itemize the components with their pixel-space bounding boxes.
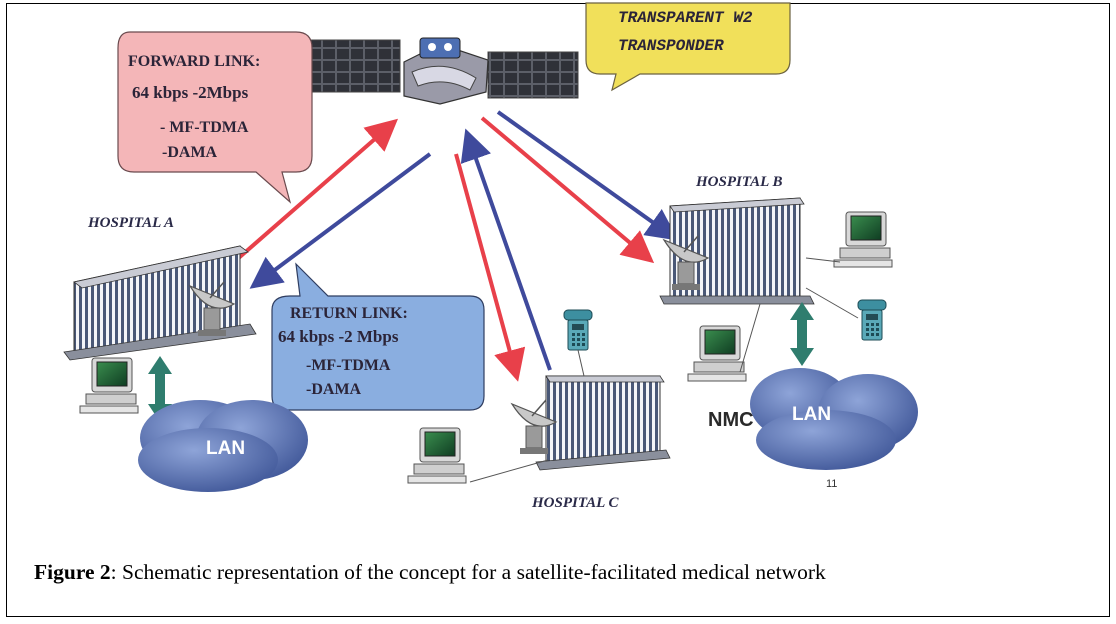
hospital-b-computer — [833, 211, 893, 268]
nmc-computer — [687, 325, 747, 382]
lan-a-label: LAN — [206, 438, 245, 459]
uplink-arrow-c — [460, 128, 552, 371]
lan-cloud-a — [138, 400, 308, 492]
lan-cloud-b — [750, 368, 918, 470]
hospital-c-phone — [563, 309, 593, 351]
forward-link-protocol2: -DAMA — [162, 144, 218, 161]
hospital-a-label: HOSPITAL A — [87, 215, 174, 231]
uplink-arrow-a — [216, 118, 399, 278]
downlink-arrow-c — [454, 153, 526, 382]
nmc-label: NMC — [708, 409, 754, 431]
forward-link-rate: 64 kbps -2Mbps — [132, 83, 249, 102]
forward-link-title: FORWARD LINK: — [128, 53, 260, 70]
hospital-b-building — [659, 197, 815, 305]
hospital-c-computer — [407, 427, 467, 484]
link-arrows — [216, 110, 679, 382]
figure-caption: Figure 2: Schematic representation of th… — [34, 560, 1094, 585]
return-link-title: RETURN LINK: — [290, 305, 408, 322]
forward-link-protocol1: - MF-TDMA — [160, 119, 249, 136]
slide-number: 11 — [826, 478, 837, 490]
hospital-b-lan-arrow — [790, 302, 814, 366]
transponder-line2: TRANSPONDER — [618, 37, 724, 55]
return-link-protocol2: -DAMA — [306, 381, 362, 398]
downlink-arrow-a — [249, 152, 432, 289]
downlink-arrow-b — [480, 116, 655, 264]
transponder-bubble: TRANSPARENT W2 TRANSPONDER — [585, 2, 791, 92]
lan-b-label: LAN — [792, 404, 831, 425]
transponder-line1: TRANSPARENT W2 — [618, 9, 753, 27]
caption-label: Figure 2 — [34, 560, 111, 584]
hospital-c-building — [535, 375, 671, 471]
satellite-antenna-block — [419, 37, 461, 59]
caption-text: : Schematic representation of the concep… — [110, 560, 826, 584]
solar-panel-right — [487, 51, 579, 99]
return-link-bubble: RETURN LINK: 64 kbps -2 Mbps -MF-TDMA -D… — [271, 262, 485, 411]
uplink-arrow-b — [496, 110, 679, 241]
forward-link-bubble: FORWARD LINK: 64 kbps -2Mbps - MF-TDMA -… — [117, 31, 313, 204]
hospital-b-label: HOSPITAL B — [695, 174, 783, 190]
solar-panel-left — [309, 39, 401, 93]
hospital-a-lan-arrow — [148, 356, 172, 422]
hospital-b-phone — [857, 299, 887, 341]
return-link-rate: 64 kbps -2 Mbps — [278, 327, 399, 346]
satellite — [309, 37, 579, 105]
return-link-protocol1: -MF-TDMA — [306, 357, 391, 374]
hospital-a-computer — [79, 357, 139, 414]
hospital-c-label: HOSPITAL C — [531, 495, 620, 511]
